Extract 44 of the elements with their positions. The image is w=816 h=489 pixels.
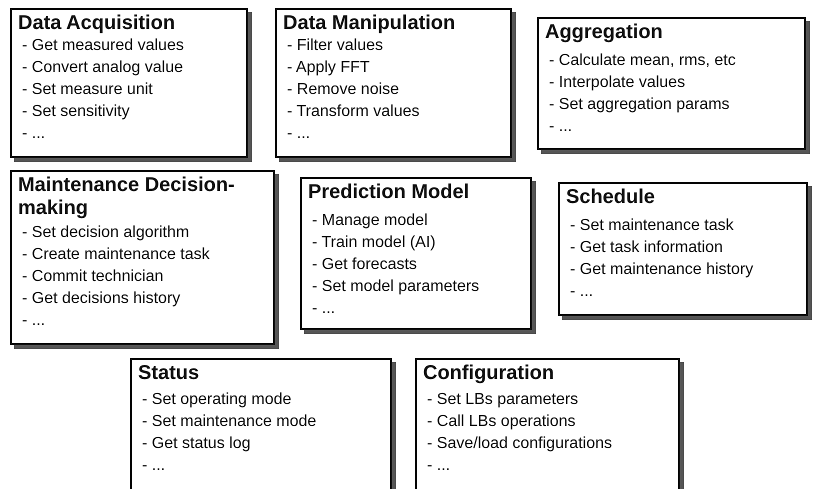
module-title: Aggregation bbox=[545, 21, 664, 44]
function-item: - ... bbox=[21, 311, 46, 331]
module-title: Data Manipulation bbox=[283, 12, 456, 35]
function-item: - ... bbox=[141, 456, 166, 476]
function-item: - Set sensitivity bbox=[21, 102, 131, 122]
function-item: - Get maintenance history bbox=[569, 260, 754, 280]
function-item: - Set model parameters bbox=[311, 277, 480, 297]
function-item: - Create maintenance task bbox=[21, 245, 211, 265]
function-item: - Calculate mean, rms, etc bbox=[548, 51, 737, 71]
function-item: - Convert analog value bbox=[21, 58, 184, 78]
function-item: - Get forecasts bbox=[311, 255, 418, 275]
function-item: - ... bbox=[548, 117, 574, 137]
function-item: - Manage model bbox=[311, 211, 429, 231]
module-title: Status bbox=[138, 362, 200, 385]
function-item: - Set LBs parameters bbox=[426, 390, 580, 410]
function-item: - Commit technician bbox=[21, 267, 164, 287]
function-item: - Get measured values bbox=[21, 36, 185, 56]
function-item: - Get decisions history bbox=[21, 289, 182, 309]
function-item: - Set maintenance mode bbox=[141, 412, 318, 432]
function-item: - ... bbox=[426, 456, 452, 476]
function-item: - ... bbox=[286, 124, 312, 144]
function-item: - Set measure unit bbox=[21, 80, 154, 100]
module-title: Maintenance Decision-making bbox=[18, 174, 236, 220]
module-title: Prediction Model bbox=[308, 181, 470, 204]
function-item: - ... bbox=[21, 124, 46, 144]
function-item: - Set decision algorithm bbox=[21, 223, 190, 243]
function-item: - Set operating mode bbox=[141, 390, 292, 410]
function-item: - Apply FFT bbox=[286, 58, 371, 78]
function-item: - Train model (AI) bbox=[311, 233, 437, 253]
function-item: - Set aggregation params bbox=[548, 95, 731, 115]
function-item: - Save/load configurations bbox=[426, 434, 613, 454]
function-item: - Get task information bbox=[569, 238, 724, 258]
function-item: - Set maintenance task bbox=[569, 216, 735, 236]
module-title: Configuration bbox=[423, 362, 556, 385]
function-item: - Get status log bbox=[141, 434, 252, 454]
function-item: - Call LBs operations bbox=[426, 412, 577, 432]
module-title: Data Acquisition bbox=[18, 12, 176, 35]
function-item: - ... bbox=[569, 282, 594, 302]
module-title: Schedule bbox=[566, 186, 656, 209]
function-item: - Remove noise bbox=[286, 80, 400, 100]
function-item: - Transform values bbox=[286, 102, 420, 122]
function-item: - Filter values bbox=[286, 36, 384, 56]
function-item: - Interpolate values bbox=[548, 73, 686, 93]
function-item: - ... bbox=[311, 299, 336, 319]
